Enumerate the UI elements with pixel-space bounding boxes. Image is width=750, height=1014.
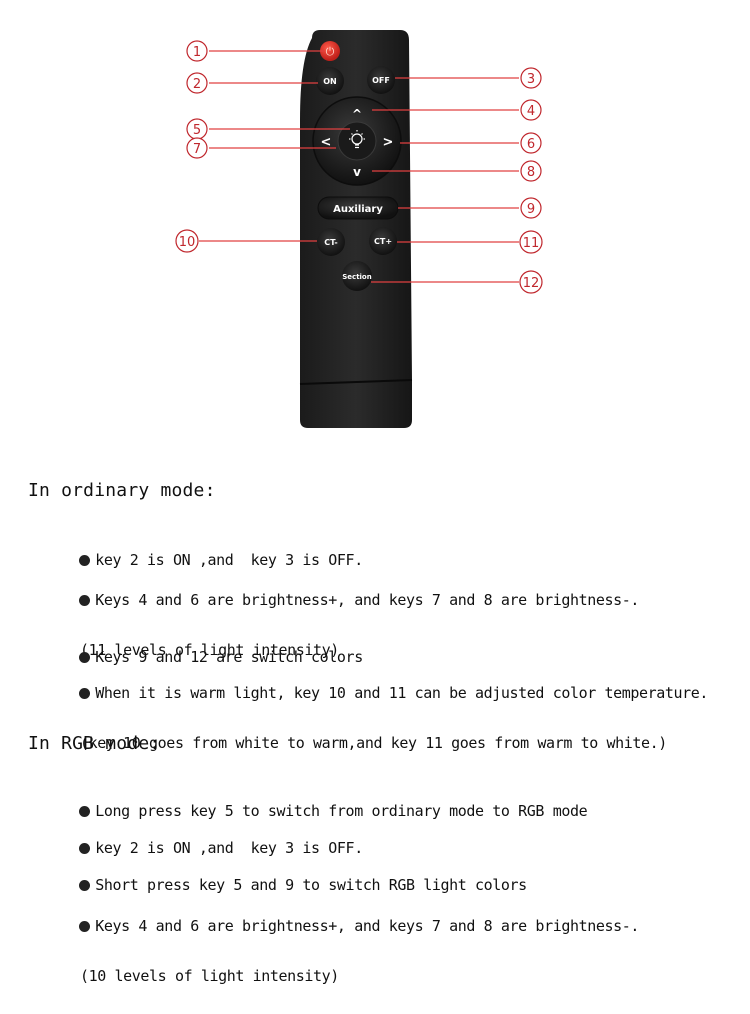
callout-12: 12 [519, 270, 543, 294]
on-button[interactable]: ON [316, 67, 344, 95]
ordinary-item-1-text: key 2 is ON ,and key 3 is OFF. [95, 551, 363, 569]
callout-11: 11 [519, 230, 543, 254]
rgb-item-1-text: Long press key 5 to switch from ordinary… [95, 802, 588, 820]
ordinary-item-4-text: When it is warm light, key 10 and 11 can… [95, 684, 709, 702]
power-button[interactable] [320, 41, 340, 61]
callout-10: 10 [175, 229, 199, 253]
ordinary-item-2: Keys 4 and 6 are brightness+, and keys 7… [62, 563, 639, 688]
ordinary-item-1: key 2 is ON ,and key 3 is OFF. [62, 523, 363, 573]
bullet-dot [79, 595, 91, 606]
ordinary-item-2-text: Keys 4 and 6 are brightness+, and keys 7… [95, 591, 640, 609]
svg-text:2: 2 [193, 77, 201, 92]
off-button[interactable]: OFF [367, 66, 395, 94]
bullet-dot [79, 555, 91, 566]
dpad-up[interactable]: ^ [352, 107, 362, 121]
ct-minus-label: CT- [324, 238, 337, 247]
ordinary-item-4: When it is warm light, key 10 and 11 can… [62, 656, 708, 781]
svg-text:9: 9 [527, 202, 535, 217]
ordinary-item-4-note: (key 10 goes from white to warm,and key … [80, 734, 667, 752]
bullet-dot [79, 843, 91, 854]
ct-minus-button[interactable]: CT- [317, 228, 345, 256]
on-button-label: ON [323, 77, 337, 86]
bullet-dot [79, 921, 91, 932]
ct-plus-button[interactable]: CT+ [369, 227, 397, 255]
section-button[interactable]: Section [342, 261, 372, 291]
rgb-item-2: key 2 is ON ,and key 3 is OFF. [62, 811, 363, 861]
section-label: Section [342, 273, 371, 281]
dpad-down[interactable]: v [353, 165, 361, 179]
rgb-item-4: Keys 4 and 6 are brightness+, and keys 7… [62, 889, 639, 1014]
svg-text:7: 7 [193, 142, 201, 157]
off-button-label: OFF [372, 76, 390, 85]
callout-9: 9 [520, 197, 542, 219]
callout-1: 1 [186, 40, 208, 62]
svg-text:11: 11 [523, 236, 540, 251]
remote-figure: ⏻ ON OFF ^ < > v Auxiliary CT- CT+ [175, 30, 543, 428]
svg-text:12: 12 [523, 276, 540, 291]
rgb-item-4-note: (10 levels of light intensity) [80, 967, 339, 985]
ordinary-item-3-text: Keys 9 and 12 are switch colors [95, 648, 363, 666]
remote-body [300, 30, 412, 428]
svg-text:4: 4 [527, 104, 535, 119]
svg-text:5: 5 [193, 123, 201, 138]
bullet-dot [79, 652, 91, 663]
callout-6: 6 [520, 132, 542, 154]
rgb-item-1: Long press key 5 to switch from ordinary… [62, 774, 588, 824]
power-icon: ⏻ [326, 45, 335, 58]
bullet-dot [79, 880, 91, 891]
callout-3: 3 [520, 67, 542, 89]
bullet-dot [79, 806, 91, 817]
auxiliary-label: Auxiliary [333, 204, 383, 215]
rgb-item-3-text: Short press key 5 and 9 to switch RGB li… [95, 876, 527, 894]
callout-lines [199, 50, 519, 283]
callout-7: 7 [186, 137, 208, 159]
light-center-button[interactable] [337, 121, 377, 161]
lightbulb-icon [349, 130, 365, 149]
ct-plus-label: CT+ [374, 237, 392, 246]
callout-8: 8 [520, 160, 542, 182]
svg-text:8: 8 [527, 165, 535, 180]
bullet-dot [79, 688, 91, 699]
dpad-left[interactable]: < [321, 135, 332, 150]
callout-2: 2 [186, 72, 208, 94]
rgb-item-2-text: key 2 is ON ,and key 3 is OFF. [95, 839, 363, 857]
ordinary-item-3: Keys 9 and 12 are switch colors [62, 620, 363, 670]
svg-text:10: 10 [179, 235, 196, 250]
svg-text:6: 6 [527, 137, 535, 152]
auxiliary-button[interactable]: Auxiliary [317, 196, 399, 220]
callout-5: 5 [186, 118, 208, 140]
svg-text:1: 1 [193, 45, 201, 60]
rgb-item-3: Short press key 5 and 9 to switch RGB li… [62, 848, 527, 898]
rgb-item-4-text: Keys 4 and 6 are brightness+, and keys 7… [95, 917, 640, 935]
svg-text:3: 3 [527, 72, 535, 87]
rgb-mode-title: In RGB mode: [28, 733, 161, 754]
callout-4: 4 [520, 99, 542, 121]
ordinary-mode-title: In ordinary mode: [28, 480, 216, 501]
dpad-right[interactable]: > [383, 135, 394, 150]
